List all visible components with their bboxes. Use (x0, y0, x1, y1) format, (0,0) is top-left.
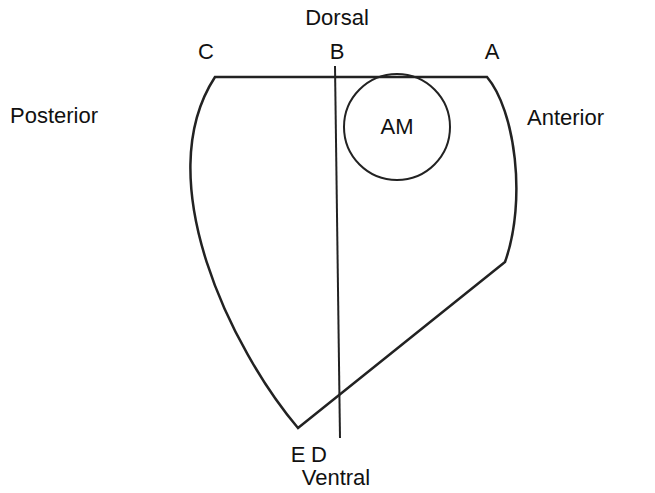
body-outline (190, 77, 516, 428)
region-label: Dorsal (305, 6, 369, 30)
region-label: B (330, 40, 345, 64)
circle-shape (344, 74, 450, 180)
region-label: Anterior (527, 106, 604, 130)
region-name: AM (381, 115, 414, 139)
region-label: E (291, 443, 306, 467)
region-label: C (198, 40, 214, 64)
circle-region: AM (342, 72, 452, 182)
region-label: Ventral (302, 466, 371, 490)
region-label: D (311, 443, 327, 467)
region-label: A (485, 40, 500, 64)
section-line (335, 66, 340, 438)
region-label: Posterior (10, 104, 98, 128)
